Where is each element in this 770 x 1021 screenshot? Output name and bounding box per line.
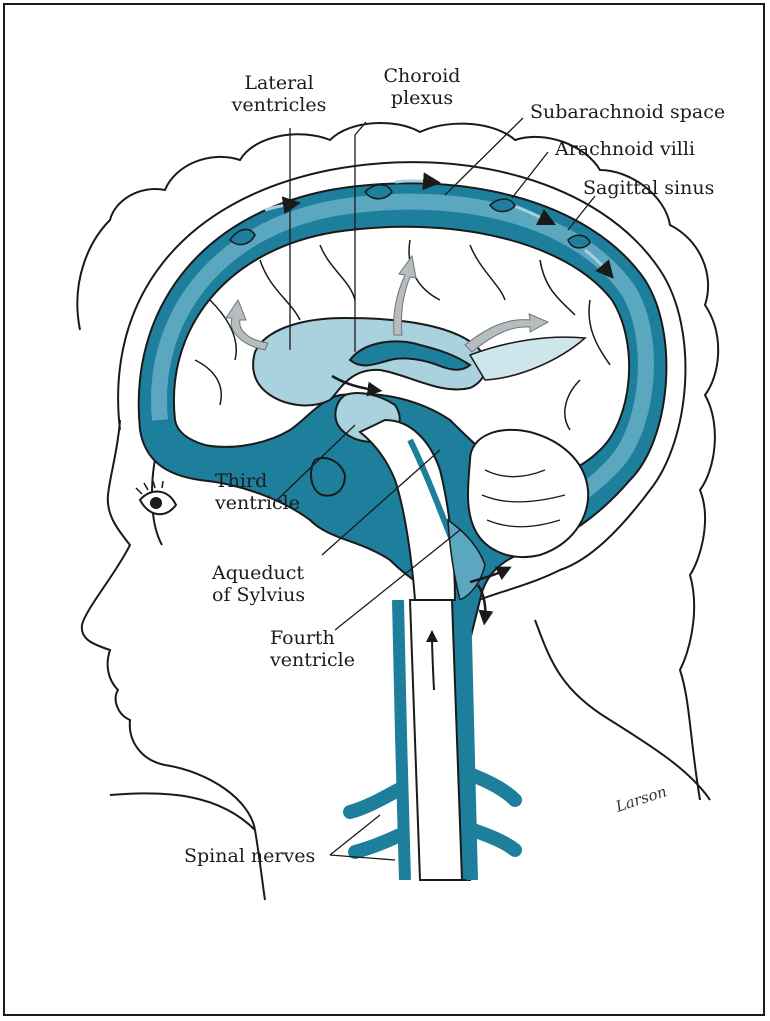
label-lateral-ventricles-line2: ventricles [224,94,334,116]
spinal-cord [410,600,462,880]
label-fourth-ventricle-line1: Fourth [270,627,355,649]
label-arachnoid-villi: Arachnoid villi [555,138,695,160]
label-choroid-plexus-line1: Choroid [372,65,472,87]
label-fourth-ventricle: Fourth ventricle [270,627,355,671]
back-neck-line [535,620,710,800]
spinal-nerves-right [472,775,515,850]
chin-line [110,793,255,830]
label-third-ventricle-line2: ventricle [215,492,300,514]
eye-iris [150,497,162,509]
label-third-ventricle: Third ventricle [215,470,300,514]
label-fourth-ventricle-line2: ventricle [270,649,355,671]
label-sagittal-sinus: Sagittal sinus [583,177,714,199]
label-choroid-plexus: Choroid plexus [372,65,472,109]
spinal-nerves-left [350,790,400,852]
label-third-ventricle-line1: Third [215,470,300,492]
label-lateral-ventricles: Lateral ventricles [224,72,334,116]
label-aqueduct-of-sylvius: Aqueduct of Sylvius [212,562,305,606]
label-subarachnoid-space: Subarachnoid space [530,101,725,123]
label-spinal-nerves: Spinal nerves [184,845,315,867]
label-choroid-plexus-line2: plexus [372,87,472,109]
label-aqueduct-line2: of Sylvius [212,584,305,606]
label-lateral-ventricles-line1: Lateral [224,72,334,94]
label-aqueduct-line1: Aqueduct [212,562,305,584]
spinal-canal-right [465,600,472,880]
